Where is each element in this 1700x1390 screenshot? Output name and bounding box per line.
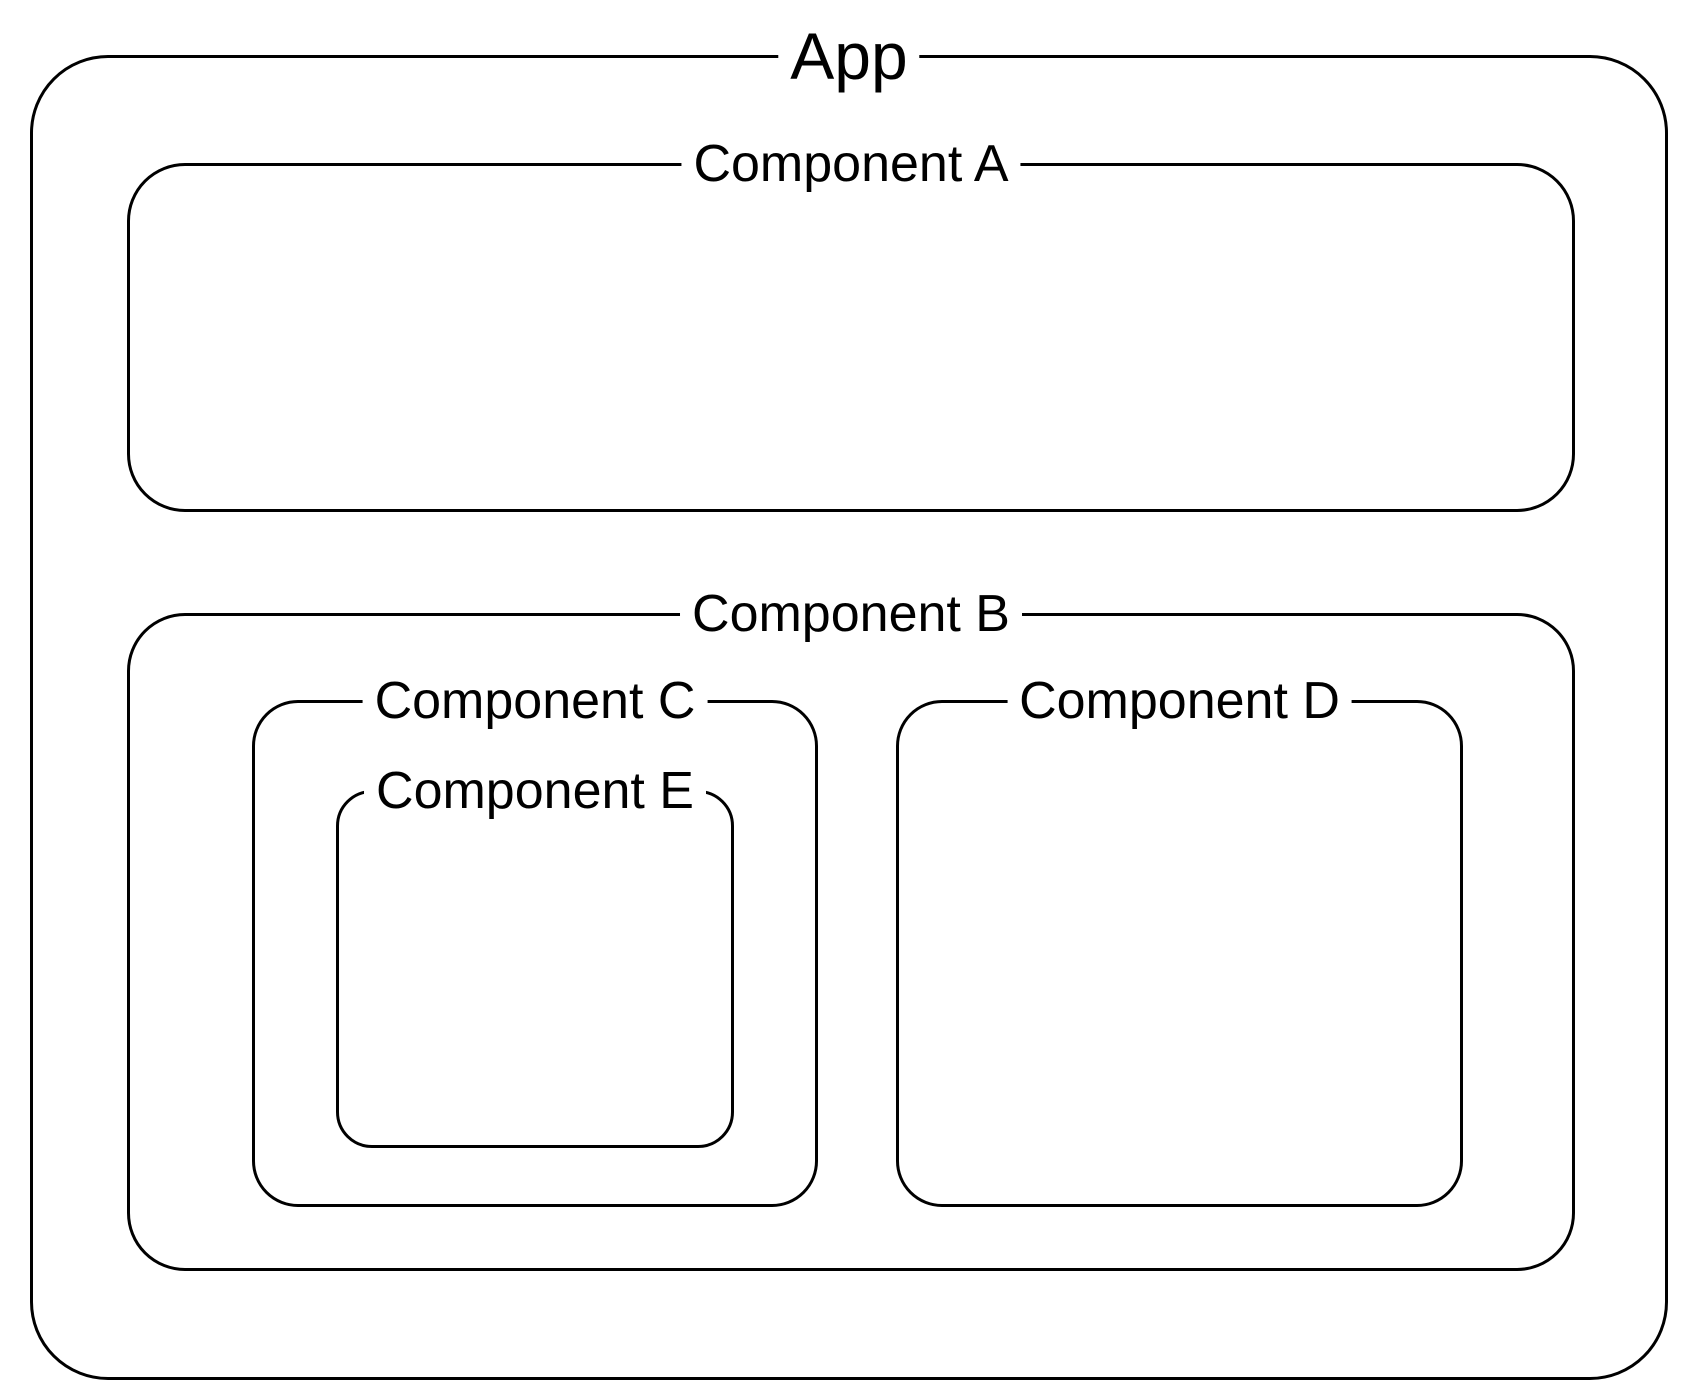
component-d-label: Component D (1007, 675, 1352, 727)
component-a-box: Component A (127, 138, 1575, 512)
component-a-label: Component A (681, 138, 1021, 190)
app-box: App Component A Component B Component C … (30, 23, 1668, 1380)
component-b-box: Component B Component C Component E Comp… (127, 588, 1575, 1271)
app-label: App (778, 23, 920, 89)
component-c-box: Component C Component E (252, 675, 818, 1207)
component-e-box: Component E (336, 765, 734, 1148)
component-b-label: Component B (680, 588, 1022, 640)
component-e-label: Component E (364, 765, 706, 817)
component-c-label: Component C (362, 675, 708, 727)
component-d-box: Component D (896, 675, 1463, 1207)
